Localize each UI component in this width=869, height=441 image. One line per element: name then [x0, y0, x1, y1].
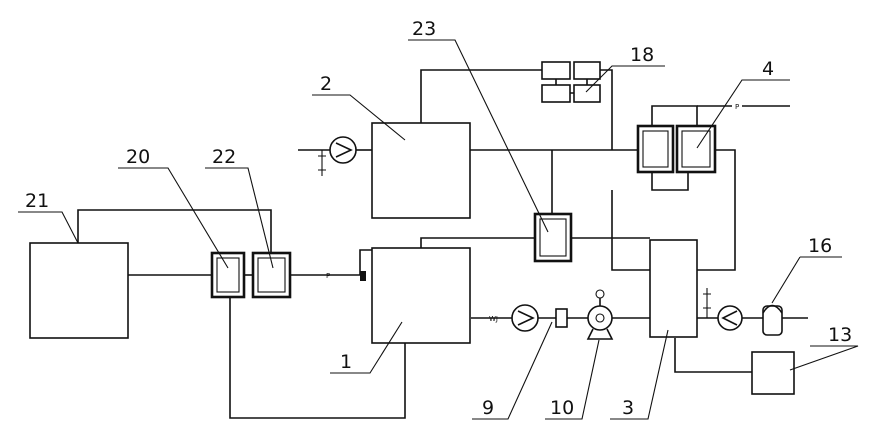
label-13: 13	[828, 324, 852, 346]
tag-wj: WJ	[489, 315, 498, 323]
filter-23	[533, 212, 573, 263]
label-23: 23	[412, 18, 436, 40]
tag-p-left: P	[326, 272, 330, 280]
label-20: 20	[126, 146, 150, 168]
tag-p-right: P	[735, 103, 739, 111]
label-22: 22	[212, 146, 236, 168]
filter-20	[210, 251, 246, 299]
label-21: 21	[25, 190, 49, 212]
label-1: 1	[340, 351, 352, 373]
filter-4b	[675, 124, 717, 174]
valve-3-outlet-icon	[703, 288, 711, 318]
tank-2	[371, 122, 471, 219]
pipes	[77, 69, 808, 419]
controller-18	[541, 61, 601, 103]
unit-3	[649, 239, 698, 338]
blower-10-icon	[586, 289, 614, 340]
pump-3-icon	[717, 305, 743, 331]
pump-1-icon	[511, 304, 539, 332]
valve-2-inlet-icon	[318, 150, 326, 176]
filter-22	[251, 251, 292, 299]
pump-2-icon	[329, 136, 357, 164]
leader-lines	[18, 39, 859, 420]
label-18: 18	[630, 44, 654, 66]
label-10: 10	[550, 397, 574, 419]
unit-13	[751, 351, 795, 395]
filter-9	[555, 308, 568, 328]
label-2: 2	[320, 73, 332, 95]
label-16: 16	[808, 235, 832, 257]
tank-1	[371, 247, 471, 344]
valve-feed-icon	[360, 271, 366, 281]
label-4: 4	[762, 58, 774, 80]
label-9: 9	[482, 397, 494, 419]
filter-4a	[636, 124, 675, 174]
label-3: 3	[622, 397, 634, 419]
tank-21	[29, 242, 129, 339]
vessel-16	[762, 304, 783, 336]
